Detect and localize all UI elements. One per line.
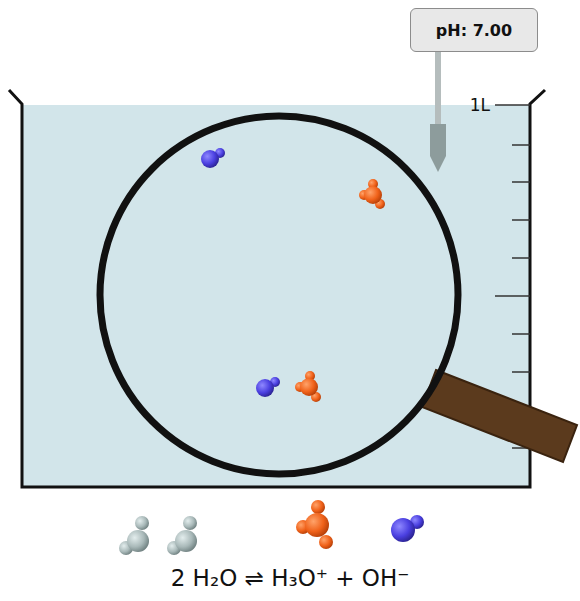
magnifier-handle — [422, 370, 577, 462]
water — [22, 105, 530, 487]
water-molecule — [119, 516, 149, 555]
equilibrium-equation: 2 H₂O ⇌ H₃O⁺ + OH⁻ — [171, 565, 410, 591]
volume-mark: 1L — [470, 95, 490, 115]
beaker-outline — [9, 90, 545, 487]
ph-readout-box: pH: 7.00 — [410, 8, 538, 52]
hydroxide-molecule — [201, 148, 225, 168]
water-molecule — [167, 516, 197, 555]
hydronium-molecule — [295, 371, 321, 402]
hydronium-molecule — [296, 500, 333, 549]
ph-probe — [430, 52, 446, 172]
hydroxide-molecule — [391, 515, 424, 542]
hydroxide-molecule — [256, 377, 280, 397]
magnifier-lens — [100, 116, 458, 474]
hydronium-molecule — [359, 179, 385, 209]
ph-reading: pH: 7.00 — [436, 21, 512, 40]
